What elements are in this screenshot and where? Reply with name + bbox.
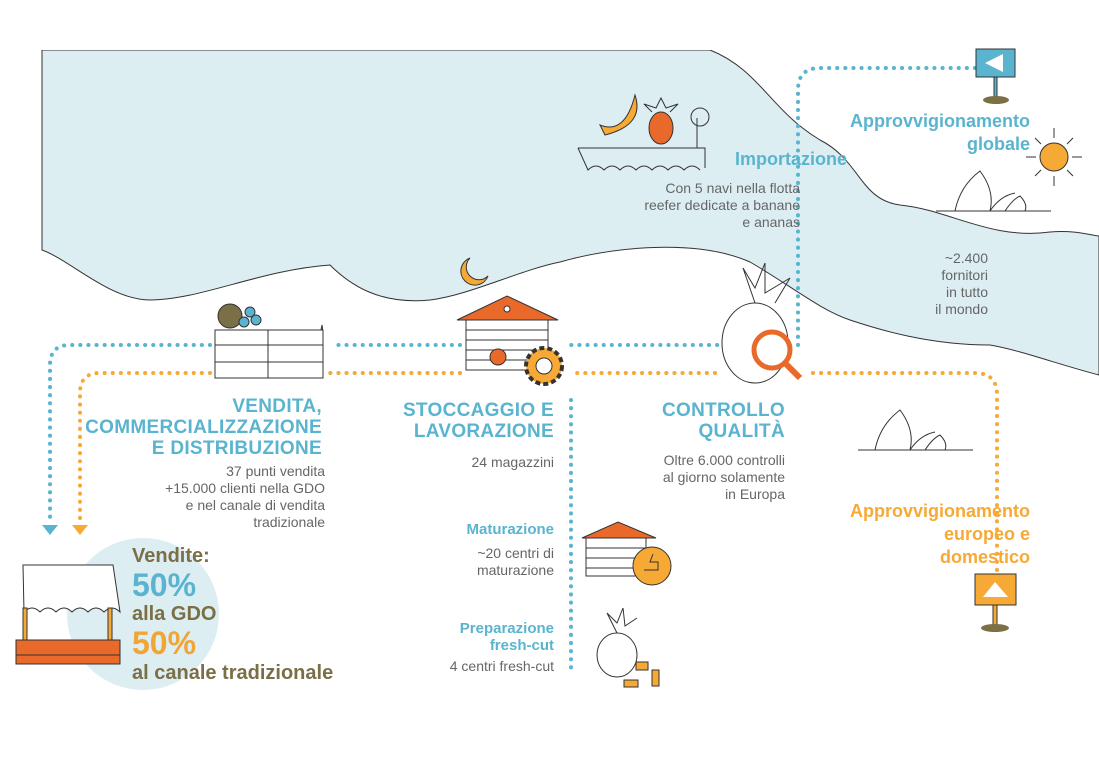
- ripening-title: Maturazione: [466, 521, 554, 538]
- text-line: maturazione: [476, 562, 554, 578]
- route-global: [568, 66, 977, 347]
- text-line: Con 5 navi nella flotta: [665, 180, 800, 196]
- title-line: globale: [966, 134, 1030, 154]
- title-line: fresh-cut: [489, 637, 554, 654]
- text-line: ~2.400: [944, 250, 988, 266]
- moon-icon: [460, 257, 489, 286]
- text-line: fornitori: [941, 267, 988, 283]
- title-line: Approvvigionamento: [849, 111, 1030, 131]
- text-line: in tutto: [945, 284, 988, 300]
- storage-text: 24 magazzini: [471, 454, 555, 470]
- flag-global-icon: [975, 48, 1016, 104]
- sea-shape: [41, 49, 1099, 376]
- sun-icon: [1026, 128, 1082, 186]
- gdo-label: alla GDO: [132, 603, 217, 625]
- traditional-label: al canale tradizionale: [132, 662, 334, 684]
- ship-icon: [577, 93, 710, 171]
- market-stall-icon: [15, 564, 121, 665]
- flag-europe-icon: [974, 573, 1017, 632]
- plant-icon: [858, 409, 973, 451]
- global-title: Approvvigionamento globale: [780, 110, 1030, 156]
- pineapple-magnifier-icon: [721, 262, 803, 384]
- title-line: STOCCAGGIO E: [402, 400, 554, 421]
- text-line: reefer dedicate a banane: [644, 197, 800, 213]
- text-line: e ananas: [742, 214, 800, 230]
- text-line: in Europa: [725, 486, 785, 502]
- warehouse-icon: [456, 295, 564, 386]
- title-line: LAVORAZIONE: [413, 421, 554, 442]
- fruit-crate-icon: [214, 303, 324, 379]
- sales-summary: Vendite: 50% alla GDO 50% al canale trad…: [132, 544, 333, 686]
- title-line: CONTROLLO: [661, 400, 785, 421]
- ripening-center-icon: [581, 521, 672, 586]
- text-line: +15.000 clienti nella GDO: [165, 480, 325, 496]
- pct-traditional: 50%: [132, 625, 197, 661]
- text-line: 37 punti vendita: [226, 463, 325, 479]
- text-line: tradizionale: [253, 514, 325, 530]
- title-line: VENDITA,: [232, 396, 322, 417]
- pct-gdo: 50%: [132, 567, 197, 603]
- text-line: ~20 centri di: [477, 545, 554, 561]
- fresh-cut-icon: [596, 607, 660, 688]
- route-orange-main: [78, 371, 999, 572]
- title-line: Approvvigionamento: [849, 501, 1030, 521]
- arrow-down-orange-icon: [72, 525, 88, 535]
- title-line: Preparazione: [459, 620, 554, 637]
- title-line: QUALITÀ: [698, 421, 785, 442]
- title-line: E DISTRIBUZIONE: [151, 438, 322, 459]
- text-line: al giorno solamente: [662, 469, 785, 485]
- import-title: Importazione: [735, 149, 848, 169]
- title-line: COMMERCIALIZZAZIONE: [85, 417, 322, 438]
- arrow-down-blue-icon: [42, 525, 58, 535]
- title-line: domestico: [939, 547, 1030, 567]
- sales-text: 37 punti vendita+15.000 clienti nella GD…: [100, 463, 325, 531]
- text-line: il mondo: [935, 301, 988, 317]
- europe-title: Approvvigionamento europeo e domestico: [780, 500, 1030, 569]
- freshcut-text: 4 centri fresh-cut: [449, 658, 554, 674]
- text-line: e nel canale di vendita: [185, 497, 325, 513]
- route-blue-main: [48, 343, 462, 522]
- sales-summary-label: Vendite:: [132, 545, 210, 567]
- title-line: europeo e: [943, 524, 1030, 544]
- plant-icon: [936, 170, 1051, 212]
- text-line: Oltre 6.000 controlli: [663, 452, 785, 468]
